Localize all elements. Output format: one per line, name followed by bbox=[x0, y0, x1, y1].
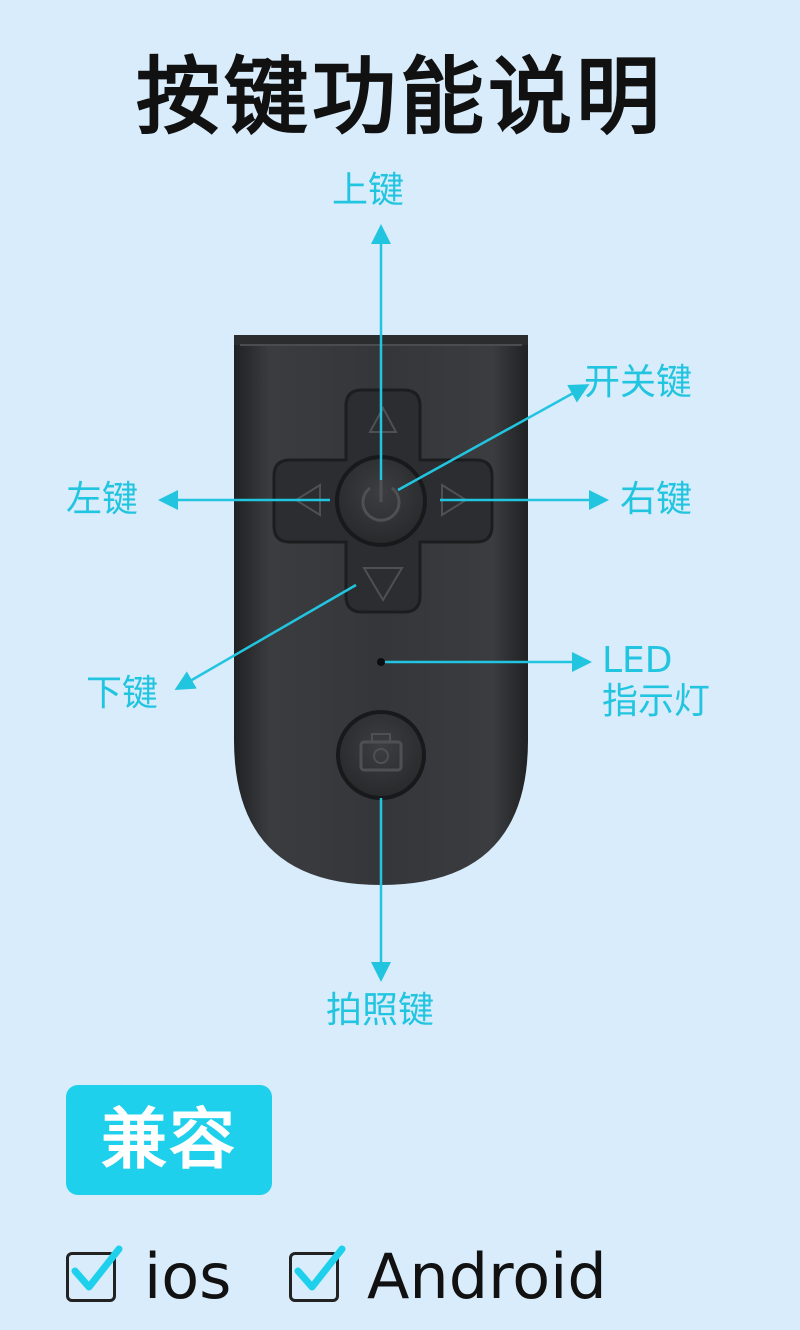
android-checkbox[interactable] bbox=[289, 1245, 346, 1302]
label-left-key: 左键 bbox=[66, 479, 139, 520]
label-shutter-key: 拍照键 bbox=[326, 990, 435, 1031]
label-led-line1: LED bbox=[602, 640, 673, 681]
ios-checkbox[interactable] bbox=[66, 1245, 123, 1302]
label-power-key: 开关键 bbox=[584, 362, 693, 403]
compat-option-android: Android bbox=[289, 1240, 607, 1313]
up-arrow-icon bbox=[368, 405, 398, 433]
label-down-key: 下键 bbox=[86, 673, 159, 714]
power-callout-arrow bbox=[397, 384, 590, 492]
ios-label: ios bbox=[144, 1240, 232, 1313]
shutter-button[interactable] bbox=[336, 710, 426, 800]
power-icon bbox=[361, 480, 401, 522]
label-led: LED 指示灯 bbox=[602, 640, 710, 723]
android-label: Android bbox=[367, 1240, 607, 1313]
label-up-key: 上键 bbox=[332, 170, 405, 211]
label-right-key: 右键 bbox=[620, 479, 693, 520]
checkmark-icon bbox=[294, 1245, 346, 1290]
camera-icon bbox=[359, 733, 403, 772]
callout-lines bbox=[158, 224, 609, 982]
page-title: 按键功能说明 bbox=[135, 48, 664, 146]
label-led-line2: 指示灯 bbox=[602, 681, 711, 723]
checkmark-icon bbox=[71, 1245, 123, 1290]
compatibility-badge: 兼容 bbox=[66, 1085, 272, 1195]
compat-option-ios: ios bbox=[66, 1240, 231, 1313]
down-arrow-icon bbox=[362, 567, 404, 602]
down-callout-arrow bbox=[174, 583, 357, 691]
led-indicator bbox=[377, 658, 385, 666]
